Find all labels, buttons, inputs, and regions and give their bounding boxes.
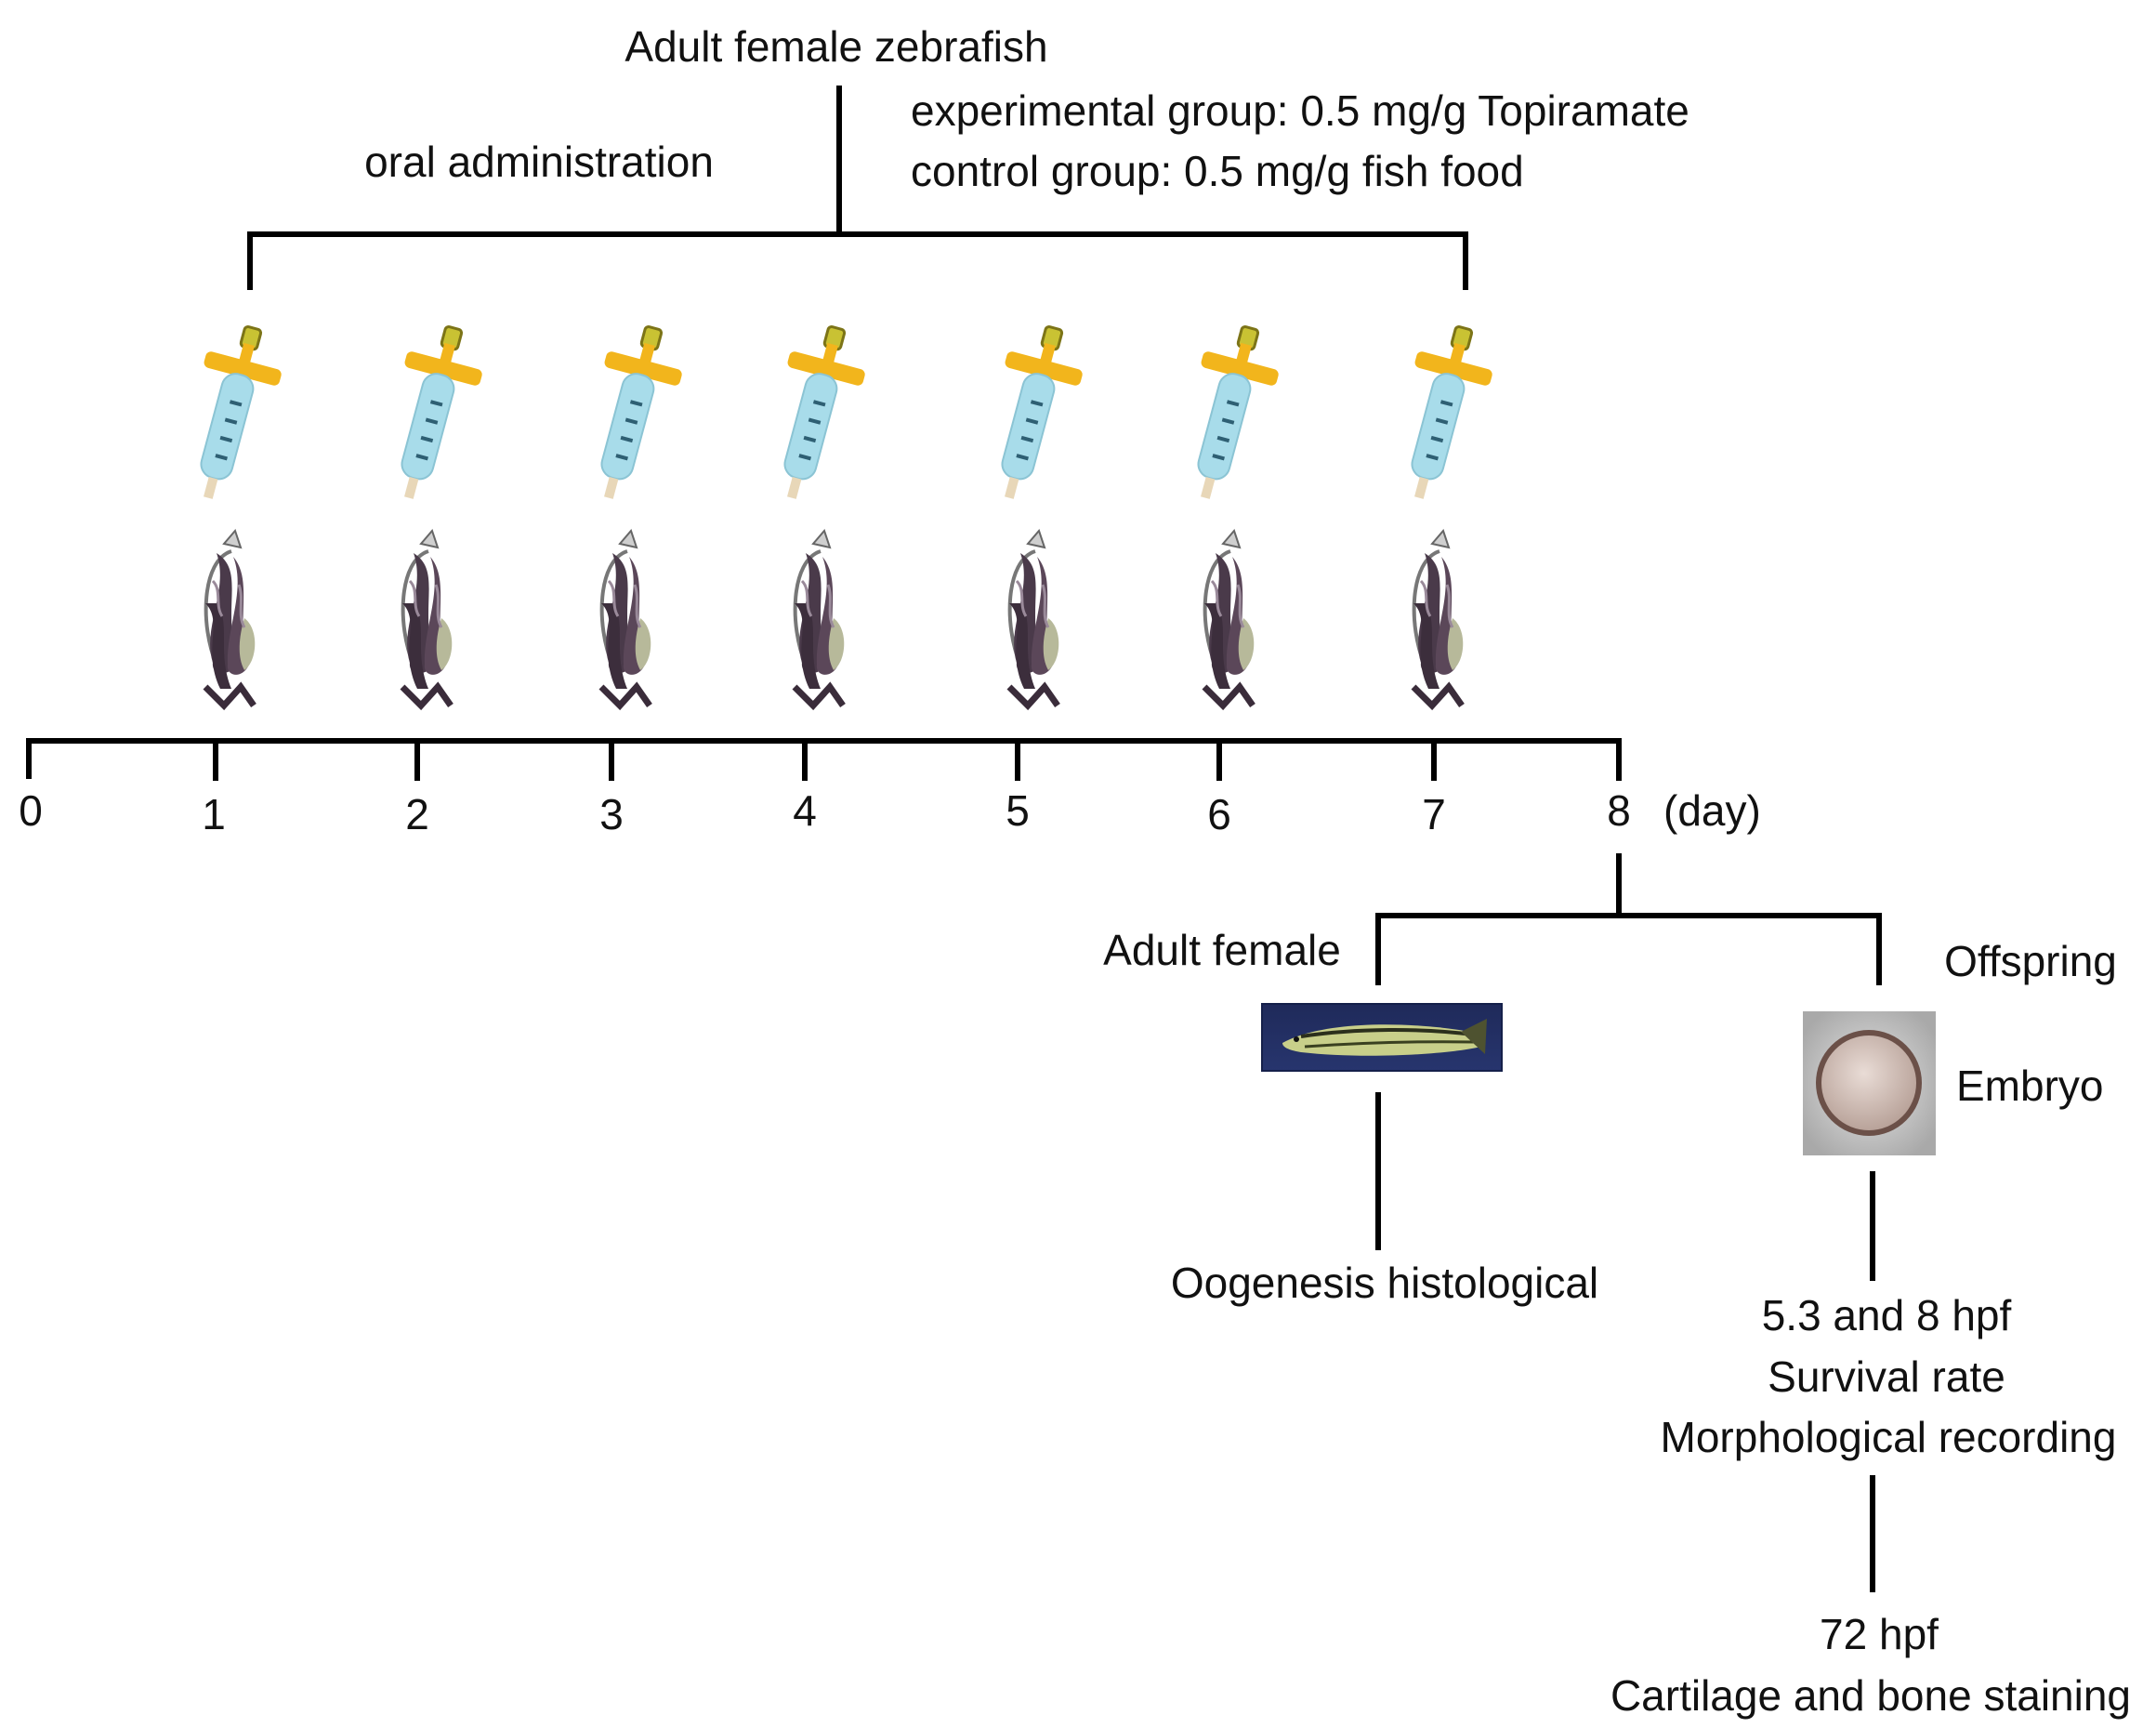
- staining-timepoint-label: 72 hpf: [1820, 1610, 1939, 1658]
- control-group-label: control group: 0.5 mg/g fish food: [911, 147, 1524, 195]
- outcome-bracket: [1375, 853, 1882, 985]
- day-tick-label: 8: [1607, 786, 1631, 835]
- day-tick-label: 5: [1006, 786, 1030, 835]
- day-tick-label: 1: [202, 790, 226, 838]
- day-timeline: 0 1 2 3 4 5 6 7 8 (day): [19, 738, 1761, 838]
- syringe-icon: [569, 316, 694, 510]
- syringe-icon: [752, 316, 877, 510]
- syringe-icon: [369, 316, 494, 510]
- zebrafish-icon: [205, 531, 255, 706]
- zebrafish-icon: [795, 531, 844, 706]
- day-tick-label: 0: [19, 786, 43, 835]
- staining-label: Cartilage and bone staining: [1610, 1671, 2131, 1720]
- timeline-unit-label: (day): [1663, 786, 1761, 835]
- zebrafish-icon: [1413, 531, 1463, 706]
- survival-rate-label: Survival rate: [1768, 1352, 2005, 1401]
- experimental-group-label: experimental group: 0.5 mg/g Topiramate: [911, 86, 1689, 135]
- day-tick-label: 2: [405, 790, 429, 838]
- embryo-label: Embryo: [1956, 1062, 2103, 1110]
- syringe-icon: [969, 316, 1095, 510]
- syringe-row: [168, 316, 1505, 510]
- dosing-bracket: [247, 86, 1468, 290]
- diagram-title: Adult female zebrafish: [624, 22, 1047, 71]
- zebrafish-icon: [402, 531, 452, 706]
- zebrafish-icon: [1204, 531, 1254, 706]
- zebrafish-icon: [601, 531, 651, 706]
- adult-result-label: Oogenesis histological: [1171, 1259, 1598, 1307]
- syringe-icon: [1379, 316, 1505, 510]
- offspring-branch-label: Offspring: [1944, 937, 2117, 985]
- day-tick-label: 3: [599, 790, 624, 838]
- adult-branch-label: Adult female: [1103, 926, 1341, 974]
- day-tick-label: 4: [793, 786, 817, 835]
- adult-zebrafish-photo: [1261, 1003, 1503, 1072]
- zebrafish-icon: [1009, 531, 1058, 706]
- fish-row: [205, 531, 1463, 706]
- offspring-timepoint-label: 5.3 and 8 hpf: [1762, 1291, 2012, 1339]
- syringe-icon: [1165, 316, 1291, 510]
- route-label: oral administration: [364, 138, 714, 186]
- morphology-label: Morphological recording: [1661, 1413, 2117, 1461]
- embryo-photo: [1803, 1011, 1936, 1155]
- syringe-icon: [168, 316, 294, 510]
- day-tick-label: 7: [1422, 790, 1446, 838]
- day-tick-label: 6: [1207, 790, 1231, 838]
